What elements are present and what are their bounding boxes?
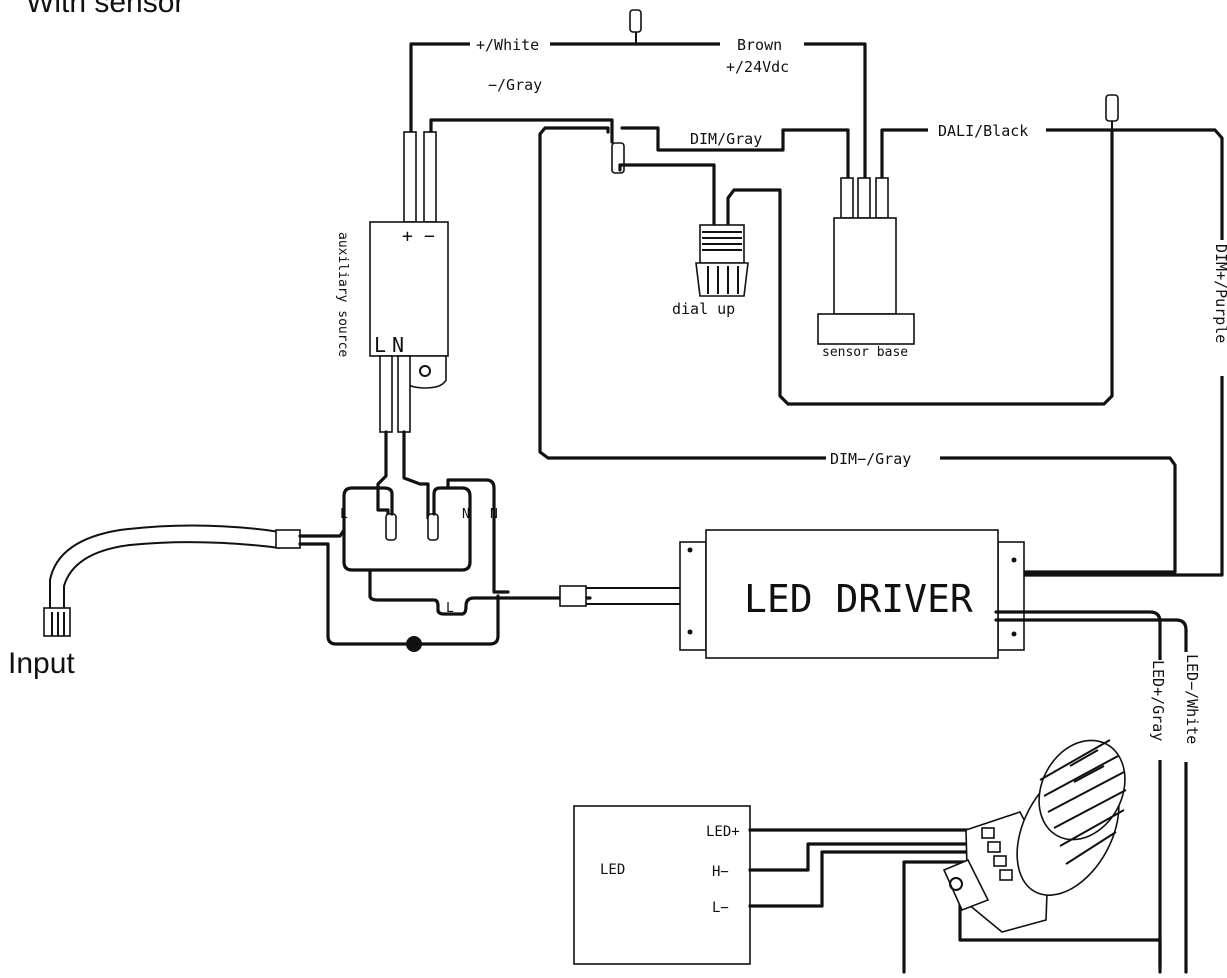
label-dim-minus-gray: DIM−/Gray	[830, 450, 911, 468]
wire-aux-L	[376, 430, 390, 520]
wire-L-to-driver	[368, 568, 592, 616]
l-minus-label: L−	[712, 900, 729, 916]
label-dim-gray: DIM/Gray	[690, 130, 762, 148]
sensor-base: sensor base	[817, 177, 915, 360]
wire-plus-white	[409, 42, 634, 134]
label-brown: Brown	[737, 36, 782, 54]
label-sensor-base: sensor base	[822, 345, 908, 360]
wire-brown-24vdc	[630, 42, 867, 180]
junction-dot	[406, 636, 422, 652]
wire-nut-top	[629, 9, 642, 44]
sensor-head-connector	[942, 739, 1127, 933]
label-plus-white: +/White	[476, 36, 539, 54]
wire-input-L	[298, 528, 346, 538]
wire-aux-N	[402, 430, 430, 520]
input-cable	[43, 524, 301, 637]
wire-dali-loop	[726, 128, 1114, 406]
terminal-N2-label: N	[490, 507, 498, 522]
wire-dim-gray	[620, 126, 850, 180]
label-dali-black: DALI/Black	[938, 122, 1028, 140]
terminal-ferrule-N	[427, 513, 439, 541]
led-driver: LED DRIVER	[679, 529, 1025, 659]
label-dim-plus-purple: DIM+/Purple	[1212, 244, 1227, 343]
label-led-plus-gray: LED+/Gray	[1149, 660, 1167, 741]
led-box: LED LED+ H− L−	[573, 805, 751, 965]
wire-nut-dim	[611, 142, 625, 174]
led-box-label: LED	[600, 862, 625, 878]
diagram-title: With sensor	[26, 0, 184, 19]
wire-led-box-l	[748, 850, 982, 908]
dial-up	[695, 224, 749, 297]
led-plus-label: LED+	[706, 824, 740, 840]
aux-L-label: L	[374, 333, 386, 357]
aux-N-label: N	[392, 333, 404, 357]
wire-terminal-N2	[446, 478, 510, 594]
wire-terminal-frame	[342, 486, 472, 572]
wire-dim-minus-gray	[538, 126, 1177, 574]
wire-led-box-h	[748, 842, 978, 872]
terminal-L2-label: L	[446, 601, 454, 616]
wire-led-minus-bottom	[902, 860, 974, 974]
wire-input-N	[298, 542, 500, 646]
wire-nut-dali	[1105, 94, 1119, 130]
terminal-N1-label: N	[462, 507, 470, 522]
aux-minus-label: −	[424, 226, 435, 247]
label-led-minus-white: LED−/White	[1183, 654, 1201, 744]
wire-dial-lead	[618, 163, 716, 227]
h-minus-label: H−	[712, 864, 729, 880]
led-driver-label: LED DRIVER	[744, 577, 973, 621]
label-input: Input	[8, 647, 75, 680]
label-minus-gray: −/Gray	[488, 76, 542, 94]
wire-led-plus-gray	[994, 610, 1162, 974]
terminal-L-label: L	[340, 507, 348, 522]
wire-dim-plus-purple	[994, 128, 1224, 577]
aux-plus-label: +	[402, 226, 413, 247]
label-dial-up: dial up	[672, 300, 735, 318]
auxiliary-source: + − L N	[369, 131, 449, 433]
wire-led-minus-white	[994, 618, 1188, 974]
wire-led-plus-bottom	[958, 898, 1162, 968]
wire-minus-gray	[429, 118, 614, 144]
driver-input-sleeve	[559, 585, 587, 607]
label-24vdc: +/24Vdc	[726, 58, 789, 76]
label-auxiliary-source: auxiliary source	[335, 232, 350, 357]
terminal-ferrule-L	[385, 513, 397, 541]
